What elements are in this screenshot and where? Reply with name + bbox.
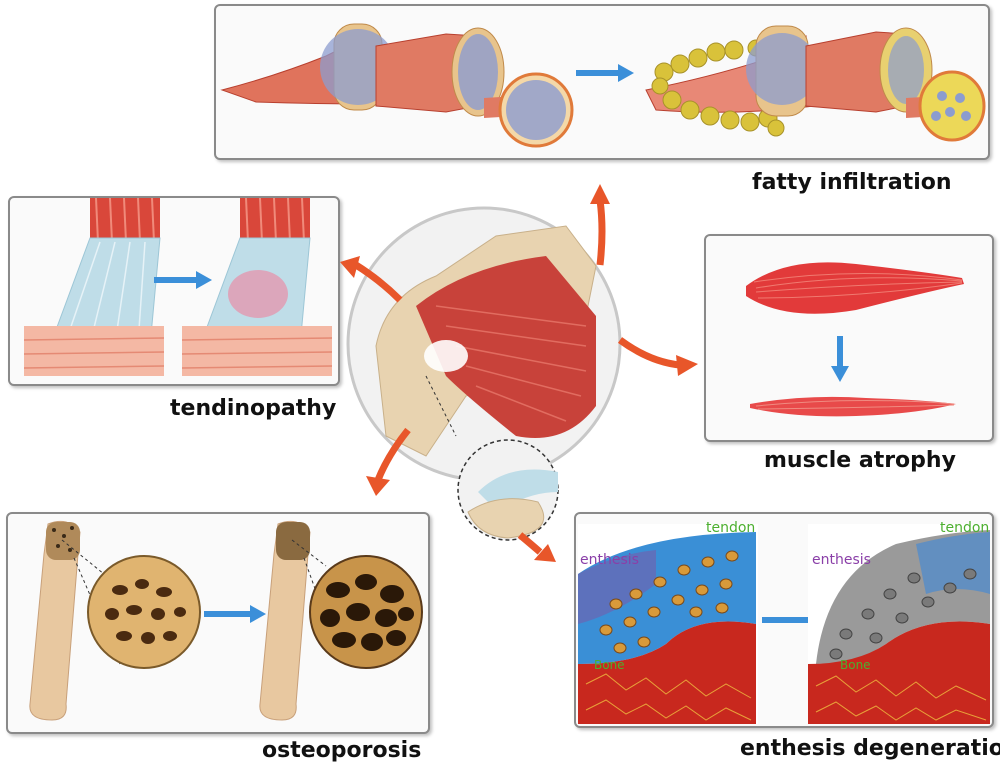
enthesis-degeneration-illustration <box>578 524 990 724</box>
bone-right-label: Bone <box>840 658 871 672</box>
enthesis-zoom-inset <box>457 439 559 541</box>
bone-tissue <box>24 326 164 376</box>
tendon-lesion <box>228 270 288 318</box>
right-arrow-icon <box>617 337 681 369</box>
tendinopathy-panel <box>8 196 340 386</box>
fatty-infiltration-illustration <box>220 23 986 148</box>
zoom-line <box>425 375 457 437</box>
tendinopathy-caption: tendinopathy <box>170 396 337 421</box>
enthesis-degeneration-caption: enthesis degeneration <box>740 736 1000 761</box>
enthesis-left-label: enthesis <box>580 552 639 568</box>
atrophied-muscle <box>750 396 956 417</box>
tendon-left-label: tendon <box>706 520 756 536</box>
healthy-bone-region <box>578 621 756 724</box>
healthy-enthesis-region <box>578 550 656 624</box>
tendon-insertion <box>424 340 468 372</box>
osteoporosis-panel <box>6 512 430 734</box>
healthy-muscle <box>746 262 964 314</box>
degenerated-bone-region <box>808 621 990 724</box>
fat-deposits <box>651 39 785 137</box>
deltoid-muscle <box>416 256 596 438</box>
enthesis-right-label: enthesis <box>812 552 871 568</box>
fatty-infiltration-panel <box>214 4 990 160</box>
osteoporosis-illustration <box>29 520 423 721</box>
muscle-atrophy-illustration <box>746 262 964 417</box>
shoulder-anatomy-illustration <box>346 206 622 482</box>
muscle-atrophy-caption: muscle atrophy <box>764 448 956 473</box>
osteoporosis-caption: osteoporosis <box>262 738 422 763</box>
enthesis-degeneration-panel <box>574 512 994 728</box>
fatty-infiltration-caption: fatty infiltration <box>752 170 952 195</box>
muscle-atrophy-panel <box>704 234 994 442</box>
bone-left-label: Bone <box>594 658 625 672</box>
tendon-right-label: tendon <box>940 520 990 536</box>
tendinopathy-illustration <box>23 198 333 376</box>
